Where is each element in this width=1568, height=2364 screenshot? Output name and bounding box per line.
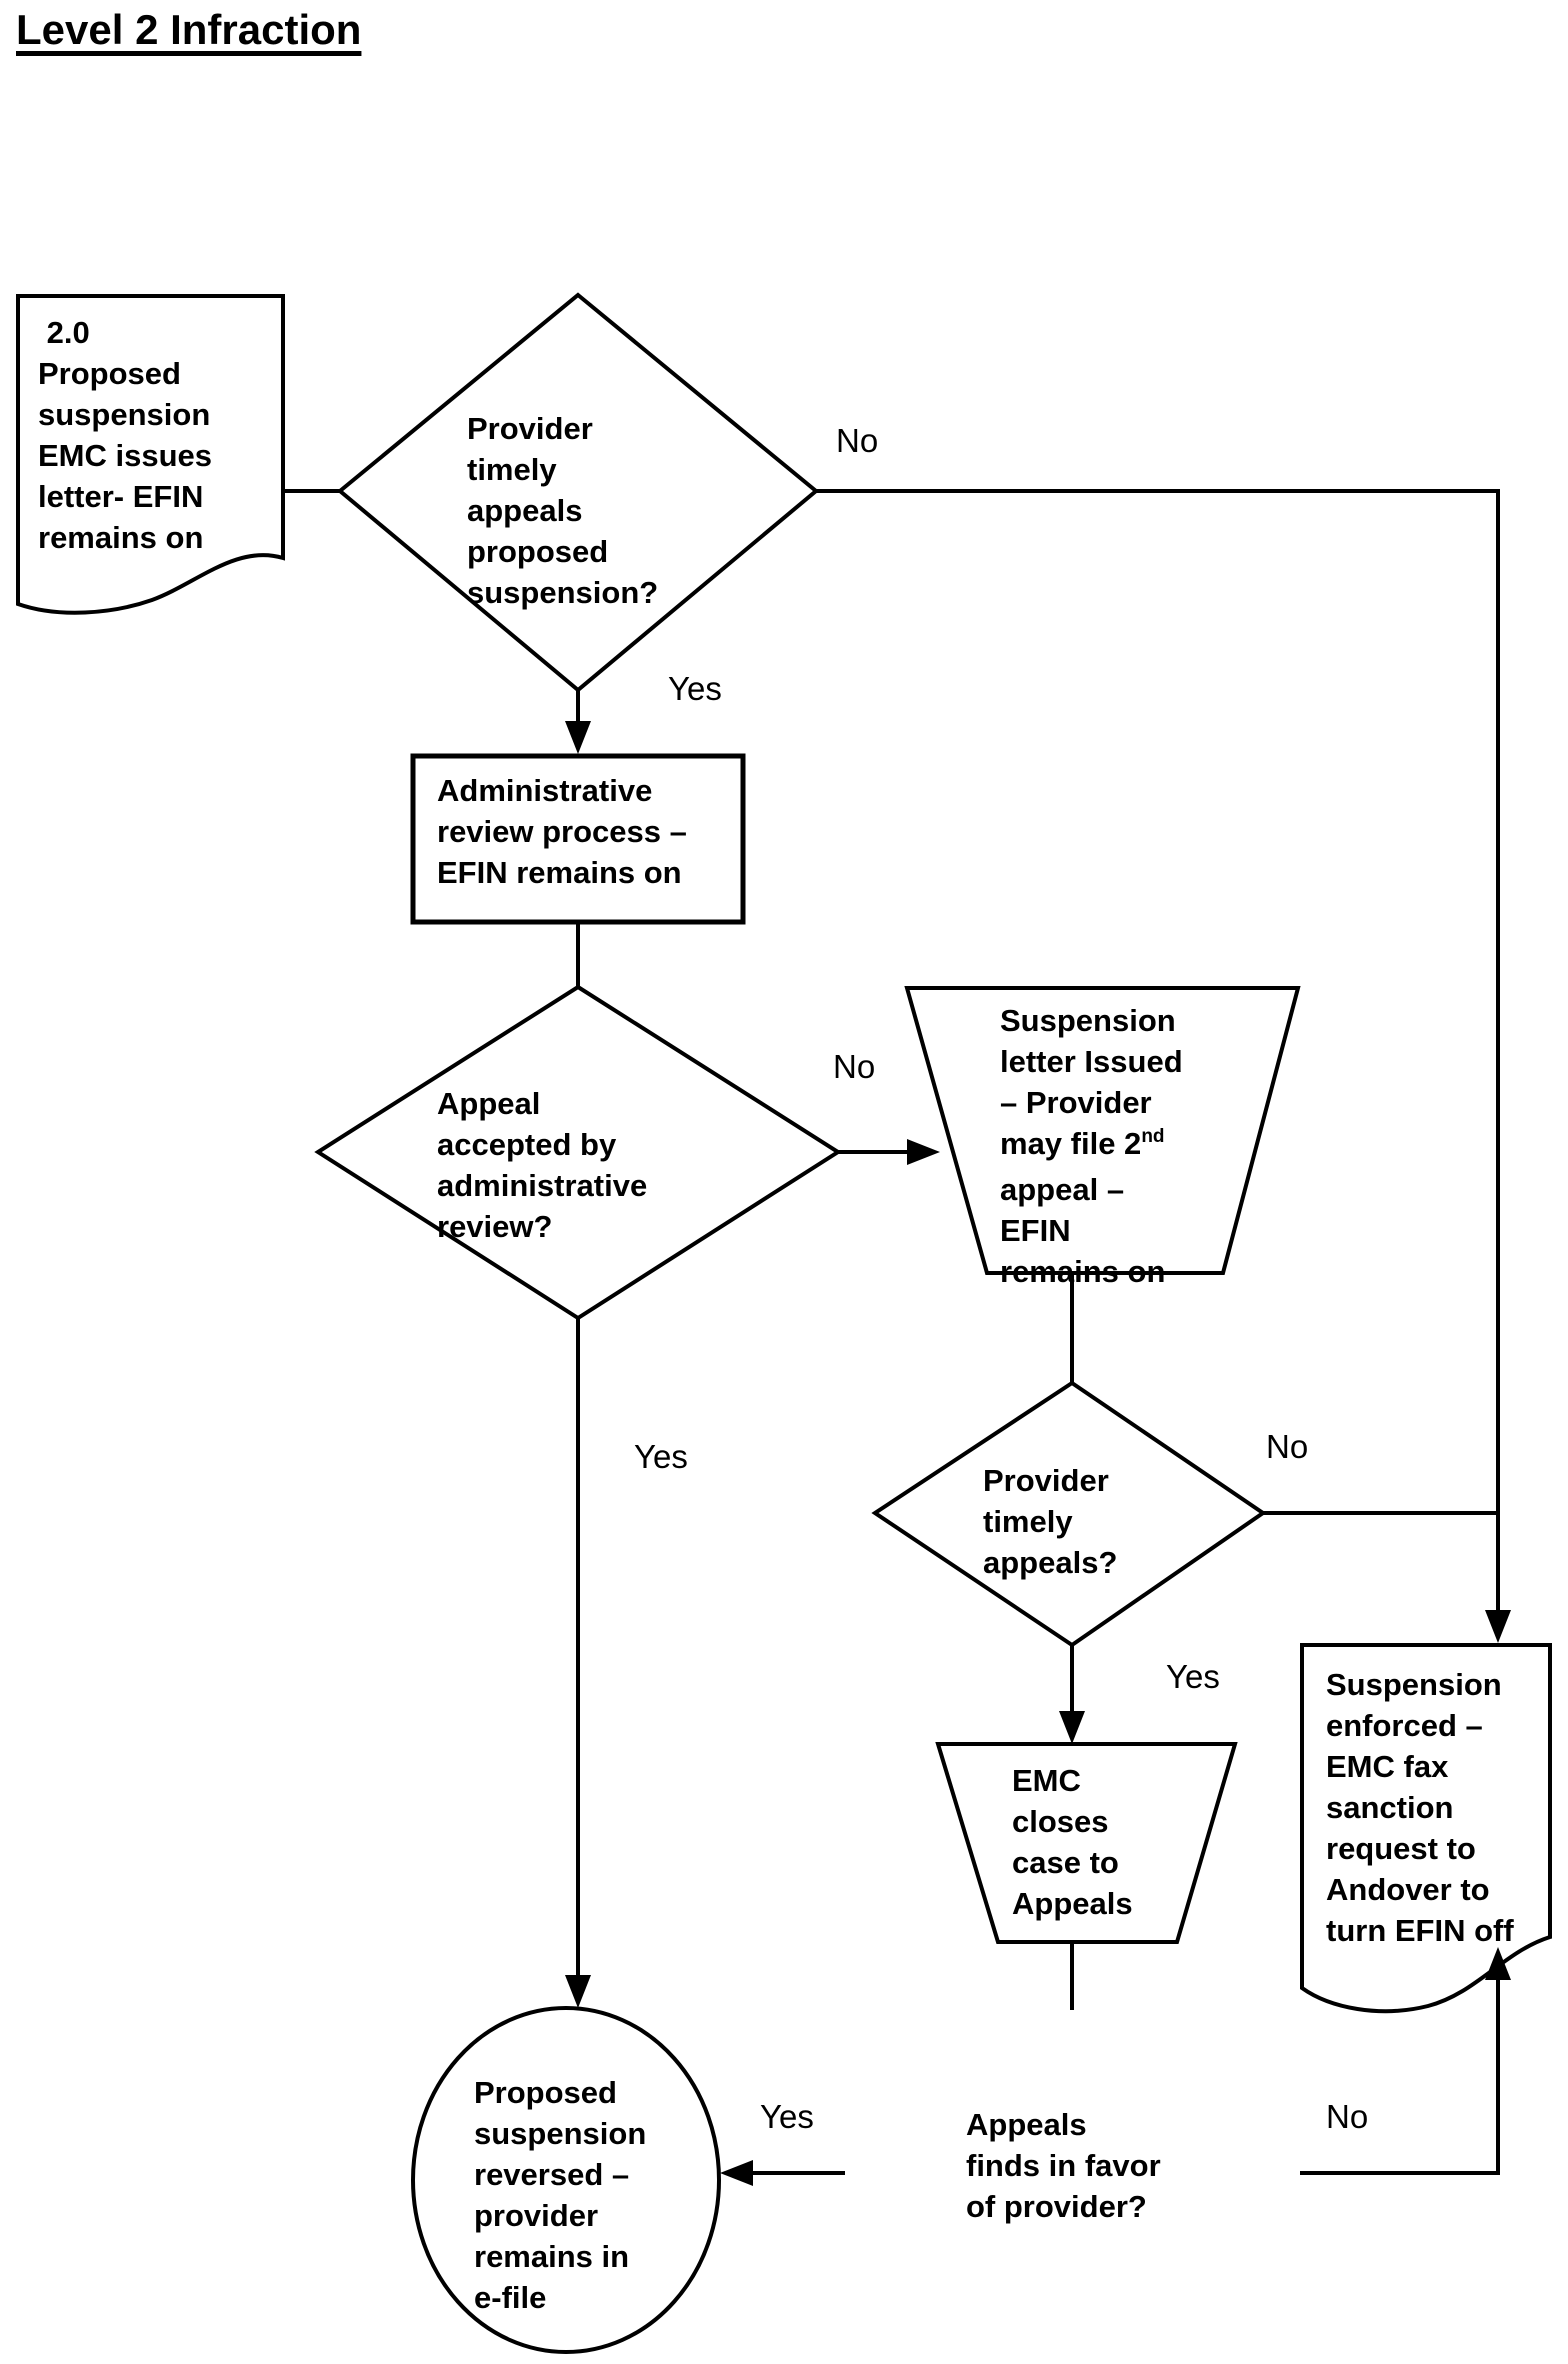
suspension-letter-text-end: appeal – EFIN remains on	[1000, 1172, 1166, 1289]
edge-d3-yes-arrowhead	[1059, 1711, 1085, 1744]
edge-d1-yes-arrowhead	[565, 721, 591, 754]
start-document-label: 2.0 Proposed suspension EMC issues lette…	[38, 315, 213, 555]
edge-d1-no-to-enforced	[816, 489, 1500, 1632]
suspension-letter-text-start: Suspension letter Issued – Provider may …	[1000, 1003, 1183, 1161]
decision-provider-timely-appeals-shape	[871, 1380, 1267, 1648]
edge-d2-no-arrowhead	[907, 1139, 940, 1165]
suspension-letter-superscript: nd	[1141, 1126, 1165, 1147]
suspension-letter-shape	[904, 986, 1301, 1275]
edge-d1-no-arrowhead	[1485, 1610, 1511, 1643]
label-d1-yes: Yes	[668, 670, 722, 707]
decision-appeal-accepted-label: Appeal accepted by administrative review…	[437, 1086, 648, 1244]
start-document-shape	[16, 294, 285, 615]
reversed-terminator-label: Proposed suspension reversed – provider …	[474, 2075, 647, 2315]
decision-provider-appeals-shape	[336, 292, 820, 693]
admin-review-process-shape	[410, 753, 746, 925]
emc-closes-case-shape	[935, 1742, 1238, 1944]
decision-provider-appeals-label: Provider timely appeals proposed suspens…	[467, 411, 659, 610]
decision-appeal-accepted-shape	[314, 984, 842, 1321]
suspension-enforced-label: Suspension enforced – EMC fax sanction r…	[1326, 1667, 1514, 1948]
suspension-letter-label: Suspension letter Issued – Provider may …	[1000, 1000, 1250, 1292]
reversed-terminator-shape	[411, 2006, 721, 2354]
label-d4-yes: Yes	[760, 2098, 814, 2135]
edge-d2-yes-arrowhead	[565, 1975, 591, 2008]
label-d2-yes: Yes	[634, 1438, 688, 1475]
page-title: Level 2 Infraction	[16, 6, 362, 53]
edge-d4-yes-arrowhead	[720, 2160, 753, 2186]
admin-review-process-label: Administrative review process – EFIN rem…	[437, 773, 687, 890]
label-d2-no: No	[833, 1048, 876, 1085]
label-d3-no: No	[1266, 1428, 1309, 1465]
suspension-enforced-document-shape	[1300, 1643, 1552, 2014]
label-d1-no: No	[836, 422, 879, 459]
decision-appeals-favor-label: Appeals finds in favor of provider?	[966, 2107, 1161, 2224]
edge-d4-no-to-enforced	[1300, 1978, 1500, 2175]
emc-closes-case-label: EMC closes case to Appeals	[1012, 1763, 1133, 1921]
label-d3-yes: Yes	[1166, 1658, 1220, 1695]
label-d4-no: No	[1326, 2098, 1369, 2135]
decision-provider-timely-appeals-label: Provider timely appeals?	[983, 1463, 1118, 1580]
